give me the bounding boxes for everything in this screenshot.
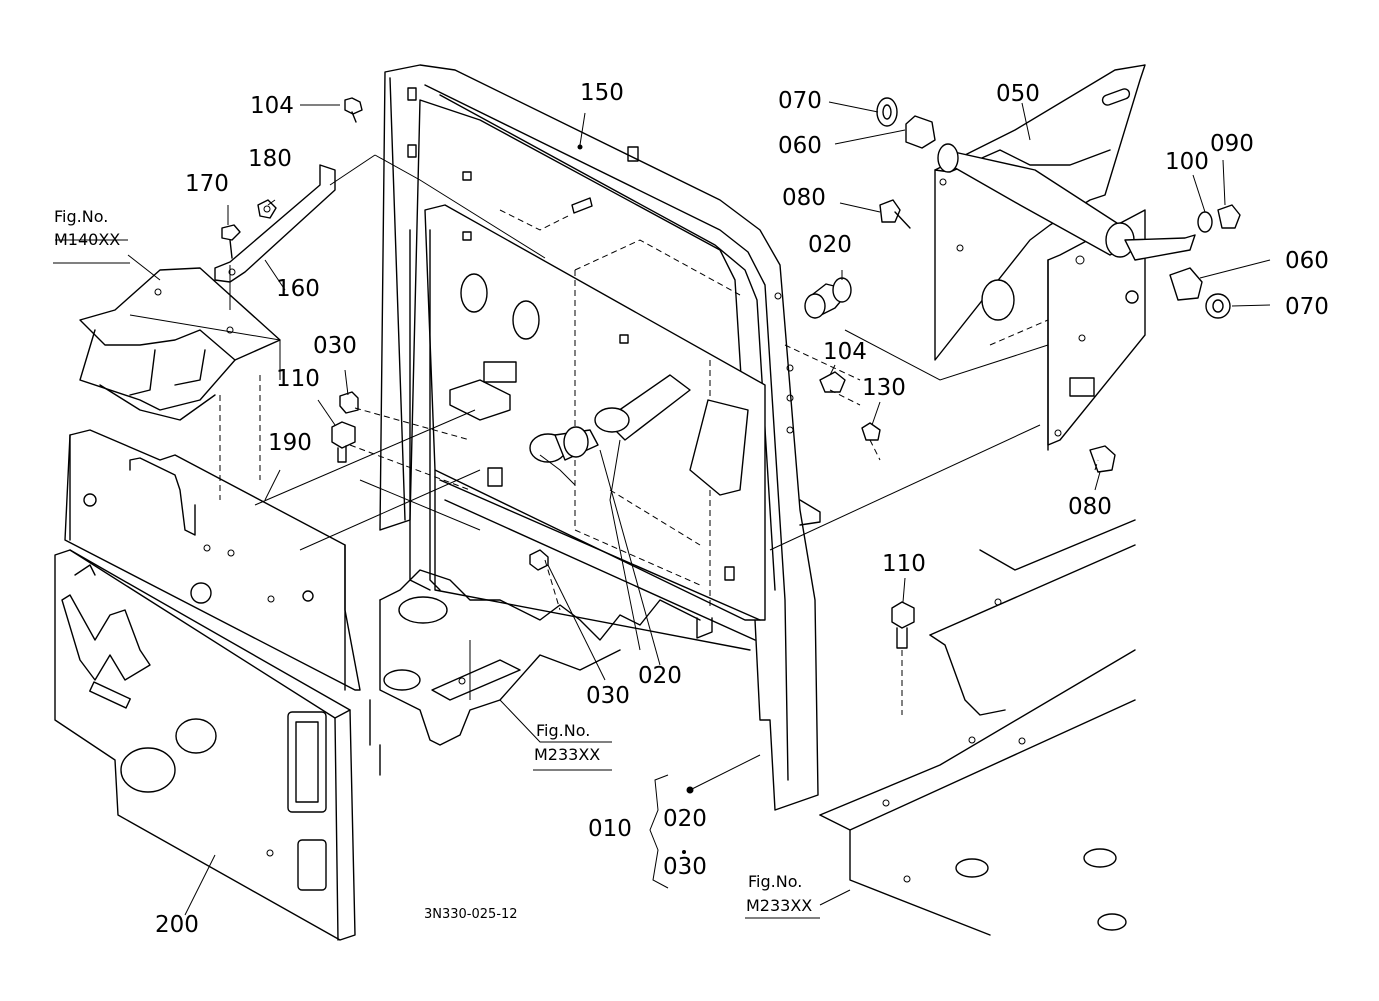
label-150: 150 (580, 80, 624, 106)
label-110-left: 110 (276, 366, 320, 392)
label-100: 100 (1165, 149, 1209, 175)
hardware-right (876, 97, 1241, 473)
label-104-top: 104 (250, 93, 294, 119)
bracket-m140 (79, 267, 281, 421)
label-200: 200 (155, 912, 199, 938)
fig-ref-m233-b-label: Fig.No. (748, 872, 802, 891)
label-kit-020: 020 (663, 806, 707, 832)
label-010: 010 (588, 816, 632, 842)
label-060-right: 060 (1285, 248, 1329, 274)
label-170: 170 (185, 171, 229, 197)
label-060-top: 060 (778, 133, 822, 159)
collar-020 (804, 277, 852, 319)
drawing-code: 3N330-025-12 (424, 907, 518, 922)
panel-200 (54, 549, 356, 941)
bracket-160 (214, 164, 336, 283)
label-kit-030: 030 (663, 854, 707, 880)
fig-ref-m233-a-label: Fig.No. (536, 721, 590, 740)
label-104-right: 104 (823, 339, 867, 365)
label-080-right: 080 (1068, 494, 1112, 520)
figure-references: Fig.No. M140XX Fig.No. M233XX Fig.No. M2… (54, 207, 812, 915)
plate-190 (64, 429, 361, 691)
label-070-right: 070 (1285, 294, 1329, 320)
fig-ref-m233-b-code: M233XX (746, 896, 812, 915)
label-090: 090 (1210, 131, 1254, 157)
label-160: 160 (276, 276, 320, 302)
screws-right (819, 371, 881, 441)
label-020-center: 020 (638, 663, 682, 689)
part-labels: 104 150 180 170 160 030 110 190 200 030 … (155, 80, 1329, 938)
leader-lines (53, 101, 1271, 919)
label-190: 190 (268, 430, 312, 456)
bracket-050 (934, 64, 1196, 451)
assembly-lines (129, 154, 1099, 700)
bolt-110-right (891, 601, 915, 715)
label-130: 130 (862, 375, 906, 401)
label-030-center: 030 (586, 683, 630, 709)
label-080-top: 080 (782, 185, 826, 211)
fig-ref-m140-code: M140XX (54, 230, 120, 249)
fig-ref-m233-a-code: M233XX (534, 745, 600, 764)
label-050: 050 (996, 81, 1040, 107)
label-030-left: 030 (313, 333, 357, 359)
frame-150 (344, 64, 821, 811)
label-110-right: 110 (882, 551, 926, 577)
label-180: 180 (248, 146, 292, 172)
label-070-top: 070 (778, 88, 822, 114)
label-020-right: 020 (808, 232, 852, 258)
floor-plate (819, 519, 1136, 936)
fig-ref-m140-label: Fig.No. (54, 207, 108, 226)
bolt-110-left (331, 391, 359, 463)
